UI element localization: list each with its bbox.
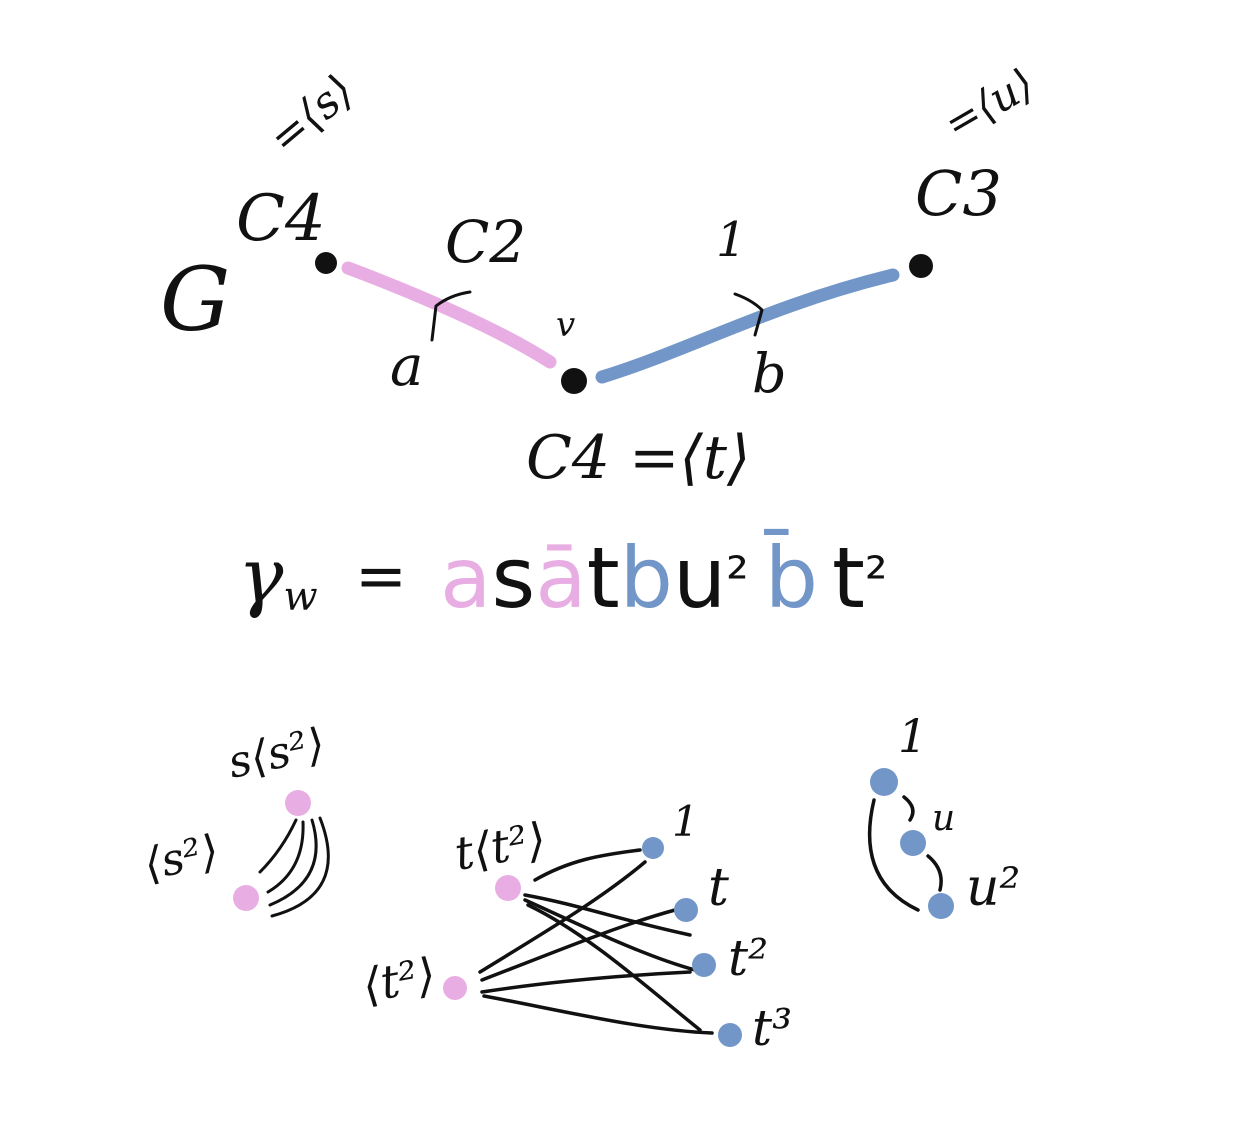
right-vertex-group-label: C3	[915, 157, 1002, 230]
word-lhs-gamma: γ	[238, 531, 284, 620]
right-vertex-generator-label: =⟨u⟩	[936, 59, 1043, 149]
word-lhs-subscript: w	[283, 574, 317, 620]
middle-cluster-edge	[533, 848, 642, 882]
left-cluster-node-top	[285, 790, 311, 816]
middle-cluster-edge	[480, 908, 677, 982]
middle-cluster-right-node	[674, 898, 698, 922]
right-cluster-node	[928, 893, 954, 919]
middle-cluster-right-label: t³	[752, 999, 792, 1057]
middle-cluster-right-label: t²	[728, 929, 768, 987]
middle-cluster-edge	[482, 994, 714, 1035]
left-edge-group-label: C2	[445, 208, 526, 276]
middle-cluster-right-node	[692, 953, 716, 977]
left-cluster-arc	[270, 816, 330, 918]
right-cluster-label: u	[932, 798, 955, 839]
edge-left-tick	[430, 290, 472, 342]
word-token: b̄	[763, 529, 818, 627]
middle-cluster-edge	[478, 860, 647, 974]
vertex-right	[909, 254, 933, 278]
word-token: s	[491, 529, 535, 627]
middle-cluster-right-label: 1	[672, 797, 699, 846]
word-token: t	[832, 529, 865, 627]
word-equals: =	[355, 539, 407, 612]
edge-right-tick	[733, 292, 764, 337]
left-cluster-arc	[258, 818, 298, 874]
middle-cluster-right-label: t	[708, 858, 729, 918]
middle-cluster-edge	[523, 893, 692, 937]
edge-right-blue	[595, 268, 900, 384]
left-cluster-bottom-label: ⟨s²⟩	[140, 825, 224, 890]
middle-cluster-left-top-label: t⟨t²⟩	[451, 812, 550, 881]
right-cluster-node	[870, 768, 898, 796]
left-edge-name-label: a	[390, 334, 423, 399]
middle-cluster-right-node	[718, 1023, 742, 1047]
word-token: t	[587, 529, 620, 627]
middle-cluster-edge	[523, 898, 697, 972]
right-cluster-arc	[926, 854, 943, 892]
right-cluster-label: 1	[898, 709, 927, 763]
middle-cluster-right-node	[642, 837, 664, 859]
left-cluster-arc	[268, 818, 318, 907]
middle-vertex-mark-label: v	[556, 305, 575, 345]
right-cluster-arc	[902, 795, 915, 822]
middle-cluster-edge	[526, 903, 702, 1032]
vertex-middle	[561, 368, 587, 394]
left-cluster-node-bottom	[233, 885, 259, 911]
left-vertex-group-label: C4	[236, 182, 326, 256]
right-edge-name-label: b	[752, 342, 787, 405]
middle-vertex-group-label: C4 =⟨t⟩	[526, 423, 750, 493]
graph-name-label: G	[160, 248, 230, 351]
edge-left-pink	[341, 261, 557, 369]
word-lhs: γw	[238, 531, 318, 620]
middle-cluster-edge	[480, 970, 692, 994]
left-cluster-arc	[266, 820, 305, 894]
word-token: b	[620, 529, 673, 627]
middle-cluster-left-node	[495, 875, 521, 901]
left-cluster-top-label: s⟨s²⟩	[224, 719, 330, 789]
word-token: u	[673, 529, 726, 627]
word-token: a	[440, 529, 491, 627]
word-token: ā	[535, 529, 586, 627]
vertex-left	[315, 252, 337, 274]
right-cluster-node	[900, 830, 926, 856]
middle-cluster-left-bottom-label: ⟨t²⟩	[359, 947, 440, 1013]
right-cluster-label: u²	[966, 858, 1020, 918]
word-token: ²	[726, 546, 748, 611]
middle-cluster-left-node	[443, 976, 467, 1000]
left-vertex-generator-label: =⟨s⟩	[259, 65, 364, 164]
right-cluster-arc	[867, 798, 920, 912]
word-token: ²	[865, 546, 887, 611]
right-edge-group-label: 1	[716, 212, 747, 268]
